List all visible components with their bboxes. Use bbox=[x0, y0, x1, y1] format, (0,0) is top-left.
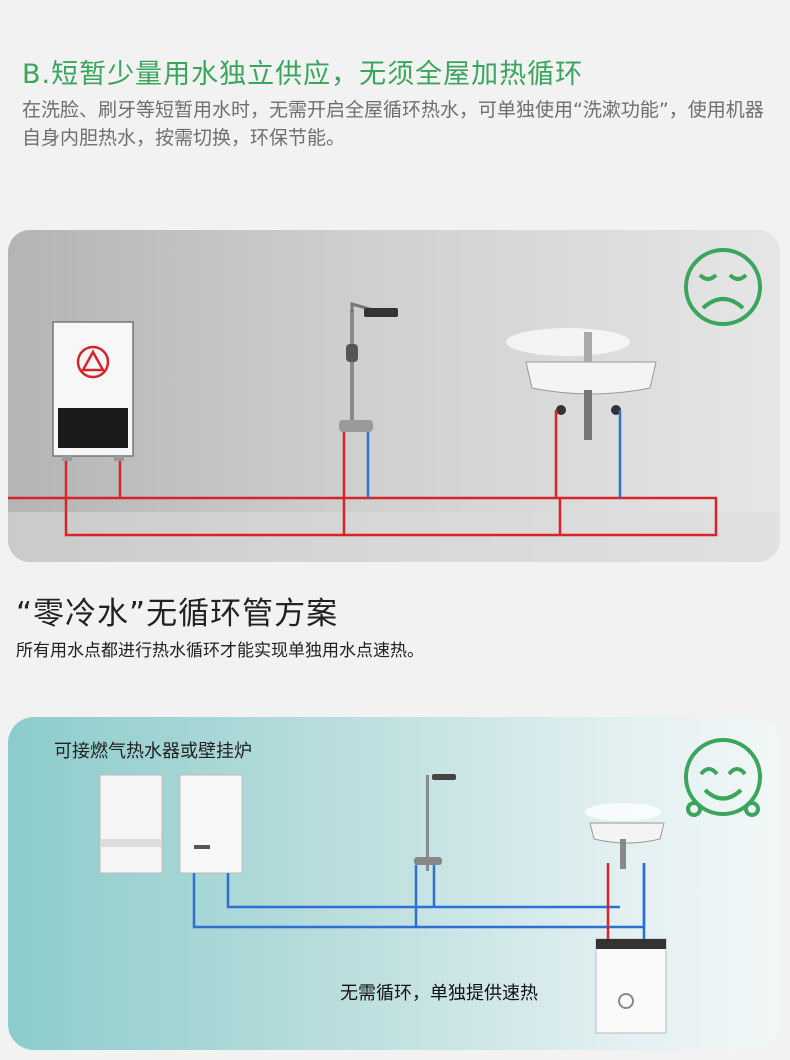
water-heater-unit bbox=[52, 321, 134, 461]
happy-face-icon bbox=[684, 738, 762, 817]
shower-fixture bbox=[339, 302, 398, 432]
pipe-network-2 bbox=[192, 863, 646, 939]
section-b-title: B.短暂少量用水独立供应，无须全屋加热循环 bbox=[22, 59, 584, 90]
sink-fixture-small bbox=[585, 803, 665, 869]
sad-face-icon bbox=[684, 248, 762, 326]
section-b-description: 在洗脸、刷牙等短暂用水时，无需开启全屋循环热水，可单独使用“洗漱功能”，使用机器… bbox=[22, 99, 764, 149]
shower-fixture-small bbox=[414, 774, 456, 871]
floor-area bbox=[8, 512, 780, 562]
no-loop-diagram bbox=[99, 738, 762, 1034]
section-c-description: 所有用水点都进行热水循环才能实现单独用水点速热。 bbox=[16, 641, 424, 661]
pipe-network bbox=[8, 410, 718, 537]
sink-fixture bbox=[506, 328, 657, 440]
small-water-heater bbox=[595, 938, 667, 1034]
warning-triangle-icon bbox=[76, 345, 110, 379]
gas-boiler-right bbox=[179, 774, 243, 874]
circulation-diagram bbox=[8, 248, 762, 537]
gas-boiler-left bbox=[99, 774, 163, 874]
boiler-label: 可接燃气热水器或壁挂炉 bbox=[54, 741, 252, 762]
circulation-diagram-panel bbox=[8, 230, 780, 562]
no-loop-diagram-panel: 可接燃气热水器或壁挂炉 无需循环，单独提供速热 bbox=[8, 717, 780, 1050]
no-loop-label: 无需循环，单独提供速热 bbox=[340, 983, 538, 1004]
section-c-title: “零冷水”无循环管方案 bbox=[16, 596, 339, 632]
